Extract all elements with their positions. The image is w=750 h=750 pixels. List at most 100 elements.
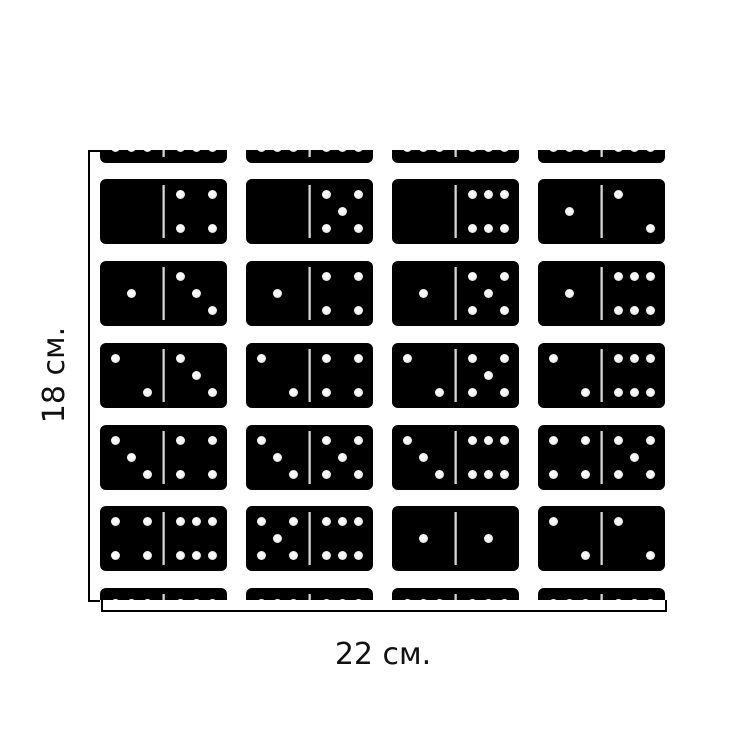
domino-divider <box>308 431 311 484</box>
domino-pip <box>645 271 655 281</box>
domino-pip <box>256 550 266 560</box>
domino-pip <box>207 305 217 315</box>
domino-pip <box>499 305 509 315</box>
domino-pip <box>467 353 477 363</box>
domino-pip <box>110 435 120 445</box>
domino-divider <box>308 150 311 157</box>
domino-pip <box>191 550 201 560</box>
domino-pip <box>548 469 558 479</box>
domino-pip <box>645 469 655 479</box>
domino-pip <box>613 305 623 315</box>
domino-pip <box>175 516 185 526</box>
domino-pip <box>337 516 347 526</box>
domino-pip <box>207 387 217 397</box>
domino-pip <box>142 516 152 526</box>
domino-pip <box>499 271 509 281</box>
domino-pip <box>321 150 331 152</box>
domino-pip <box>126 150 136 152</box>
domino-pip <box>191 516 201 526</box>
domino-pip <box>580 387 590 397</box>
domino-pip <box>418 598 428 600</box>
domino-pip <box>207 469 217 479</box>
domino-pip <box>483 469 493 479</box>
domino-pip <box>548 435 558 445</box>
domino-pip <box>175 150 185 152</box>
domino-pip <box>613 189 623 199</box>
domino-pip <box>467 435 477 445</box>
domino-pip <box>613 469 623 479</box>
domino-pip <box>142 150 152 152</box>
domino-pip <box>434 387 444 397</box>
domino-tile <box>392 261 519 326</box>
domino-tile <box>392 425 519 490</box>
domino-pip <box>175 223 185 233</box>
domino-divider <box>454 150 457 157</box>
domino-pip <box>564 288 574 298</box>
domino-pip <box>467 150 477 152</box>
domino-divider <box>162 185 165 238</box>
domino-pip <box>645 305 655 315</box>
domino-pip <box>564 206 574 216</box>
domino-pip <box>467 305 477 315</box>
domino-divider <box>162 512 165 565</box>
domino-pip <box>353 223 363 233</box>
domino-pip <box>288 387 298 397</box>
domino-pip <box>288 598 298 600</box>
domino-tile <box>538 179 665 244</box>
domino-pip <box>321 353 331 363</box>
domino-pip <box>467 189 477 199</box>
domino-pip <box>142 550 152 560</box>
domino-pip <box>126 452 136 462</box>
domino-pip <box>629 305 639 315</box>
domino-pip <box>110 150 120 152</box>
domino-pip <box>402 353 412 363</box>
domino-pip <box>256 150 266 152</box>
domino-pip <box>613 271 623 281</box>
domino-divider <box>600 185 603 238</box>
domino-tile <box>100 506 227 571</box>
domino-pip <box>110 550 120 560</box>
domino-tile <box>392 150 519 163</box>
domino-pip <box>191 598 201 600</box>
height-dimension-text: 18 см. <box>37 326 72 424</box>
domino-pip <box>629 150 639 152</box>
domino-pip <box>272 150 282 152</box>
domino-pip <box>645 435 655 445</box>
domino-pip <box>353 516 363 526</box>
domino-pip <box>483 370 493 380</box>
domino-pip <box>272 288 282 298</box>
domino-divider <box>454 594 457 600</box>
domino-pip <box>321 550 331 560</box>
domino-tile <box>392 588 519 600</box>
domino-pip <box>110 516 120 526</box>
domino-pip <box>402 598 412 600</box>
domino-tile <box>538 588 665 600</box>
domino-pip <box>418 533 428 543</box>
domino-tile <box>246 343 373 408</box>
domino-pip <box>337 452 347 462</box>
domino-divider <box>308 512 311 565</box>
domino-pip <box>483 533 493 543</box>
domino-pip <box>288 550 298 560</box>
domino-pip <box>548 353 558 363</box>
domino-pip <box>142 598 152 600</box>
domino-tile <box>246 506 373 571</box>
domino-pip <box>272 598 282 600</box>
domino-pip <box>483 150 493 152</box>
domino-pip <box>483 223 493 233</box>
domino-tile <box>100 150 227 163</box>
domino-divider <box>454 431 457 484</box>
domino-pip <box>272 452 282 462</box>
domino-pip <box>645 387 655 397</box>
domino-divider <box>600 267 603 320</box>
domino-pip <box>353 271 363 281</box>
domino-pip <box>288 150 298 152</box>
domino-divider <box>600 431 603 484</box>
domino-pip <box>142 387 152 397</box>
domino-tile <box>392 506 519 571</box>
domino-divider <box>600 349 603 402</box>
domino-pip <box>629 598 639 600</box>
domino-tile <box>392 179 519 244</box>
domino-pip <box>434 150 444 152</box>
domino-tile <box>538 261 665 326</box>
